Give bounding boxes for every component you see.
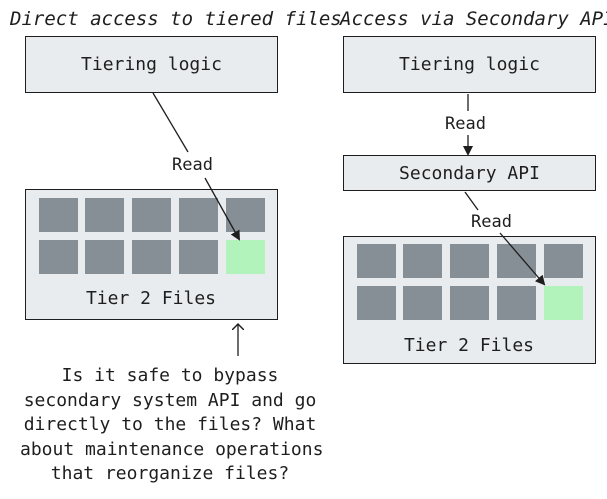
right-file-cell xyxy=(450,244,489,278)
left-read-arrow xyxy=(204,177,240,241)
right-file-cell xyxy=(497,244,536,278)
right-files-caption: Tier 2 Files xyxy=(403,335,535,356)
left-tiering-logic-box: Tiering logic xyxy=(25,36,278,93)
left-question-note: Is it safe to bypass secondary system AP… xyxy=(20,364,324,487)
note-line: about maintenance operations xyxy=(20,438,324,460)
left-read-label: Read xyxy=(172,155,213,175)
left-file-cell xyxy=(39,240,78,274)
left-file-cell xyxy=(39,198,78,232)
note-line: Is it safe to bypass xyxy=(61,365,279,386)
left-file-cell xyxy=(179,198,218,232)
right-read-label-top: Read xyxy=(445,114,486,134)
left-file-cell xyxy=(179,240,218,274)
right-tiering-logic-box: Tiering logic xyxy=(343,36,596,93)
right-file-cell xyxy=(544,244,583,278)
right-read-label-bottom: Read xyxy=(471,212,512,232)
right-tier2-files-container: Tier 2 Files xyxy=(343,236,596,364)
note-line: that reorganize files? xyxy=(50,463,290,484)
left-tier2-files-container: Tier 2 Files xyxy=(25,189,278,320)
right-heading: Access via Secondary API xyxy=(340,8,607,30)
right-highlighted-file-cell xyxy=(544,286,583,320)
right-file-cell xyxy=(357,286,396,320)
left-files-caption: Tier 2 Files xyxy=(85,288,217,309)
right-tiering-logic-label: Tiering logic xyxy=(399,54,540,75)
secondary-api-label: Secondary API xyxy=(399,162,540,184)
left-file-cell xyxy=(132,240,171,274)
right-file-cell xyxy=(450,286,489,320)
left-highlighted-file-cell xyxy=(226,240,265,274)
left-tiering-logic-label: Tiering logic xyxy=(81,54,222,75)
left-file-cell xyxy=(85,198,124,232)
note-line: secondary system API and go xyxy=(23,389,317,411)
right-file-cell xyxy=(357,244,396,278)
left-file-cell xyxy=(85,240,124,274)
note-line: directly to the files? What xyxy=(23,414,317,435)
right-file-cell xyxy=(497,286,536,320)
right-file-cell xyxy=(403,286,442,320)
right-connector-lower xyxy=(464,191,479,211)
secondary-api-box: Secondary API xyxy=(343,155,596,191)
left-connector-upper xyxy=(152,92,189,153)
left-file-cell xyxy=(132,198,171,232)
right-file-cell xyxy=(403,244,442,278)
right-read-arrow-bottom xyxy=(499,232,546,286)
left-heading: Direct access to tiered files xyxy=(10,8,342,30)
